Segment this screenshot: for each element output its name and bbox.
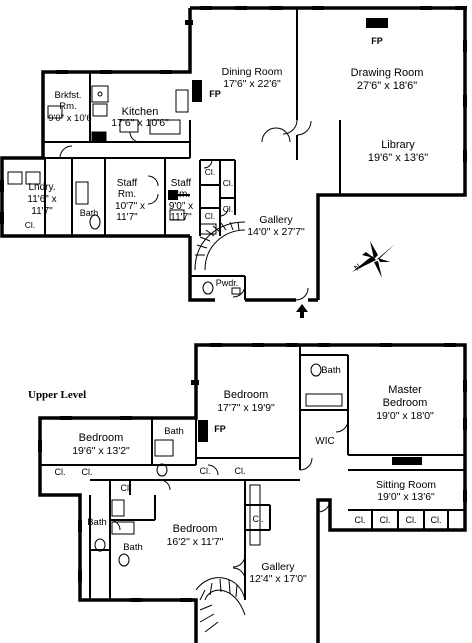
gallery-closet-label: Cl. — [223, 178, 233, 188]
master-bedroom-name-line2: Bedroom — [383, 397, 428, 409]
gallery-chimney — [168, 190, 178, 200]
sitting-room-dim: 19'0" x 13'6" — [377, 491, 435, 503]
drawing-room-fireplace — [366, 18, 388, 28]
staff-room-2-name-line1: Staff — [171, 178, 192, 189]
main-level-plan — [0, 6, 467, 318]
library-dim: 19'6" x 13'6" — [368, 152, 428, 164]
dining-room-name: Dining Room — [222, 66, 283, 78]
compass-rose: N — [352, 241, 395, 278]
master-bedroom-name-line1: Master — [388, 384, 422, 396]
powder-room-label: Pwdr. — [216, 278, 239, 288]
bedroom-1-dim: 17'7" x 19'9" — [217, 402, 275, 414]
drawing-room-name: Drawing Room — [351, 67, 424, 79]
service-bath-label: Bath — [80, 208, 99, 218]
upper-level-doors — [109, 419, 349, 581]
closet-label-4: Cl. — [200, 466, 211, 476]
staff-closet-label: Cl. — [205, 167, 215, 177]
gallery-closet-label-2: Cl. — [223, 204, 233, 214]
gallery-name: Gallery — [259, 214, 293, 226]
bedroom-3-bath-label-2: Bath — [123, 542, 143, 553]
staff-room-2-dim-line2: 11'7" — [170, 212, 192, 223]
staff-room-2-dim-line1: 9'0" x — [169, 201, 193, 212]
entrance-arrow — [296, 304, 308, 318]
staff-room-1-name-line1: Staff — [117, 178, 138, 189]
breakfast-name-line1: Brkfst. — [55, 90, 82, 101]
dining-room-fireplace — [192, 80, 202, 102]
wic-label: WIC — [315, 436, 334, 447]
bedroom-2-bath-label: Bath — [164, 426, 184, 437]
kitchen-name: Kitchen — [122, 106, 159, 118]
bedroom-2-dim: 19'6" x 13'2" — [72, 445, 130, 457]
closet-label-6: Cl. — [253, 514, 264, 524]
main-level-stair — [194, 221, 246, 271]
bedroom-2-name: Bedroom — [79, 432, 124, 444]
closet-label-2: Cl. — [82, 467, 93, 477]
sitting-room-name: Sitting Room — [376, 479, 436, 491]
closet-label-1: Cl. — [55, 467, 66, 477]
compass-north-label: N — [353, 262, 363, 273]
staff-room-1-dim-line1: 10'7" x — [115, 201, 145, 212]
staff-room-1-name-line2: Rm. — [118, 189, 136, 200]
laundry-name: Lndry. — [28, 182, 55, 193]
bedroom-3-dim: 16'2" x 11'7" — [167, 536, 224, 548]
kitchen-dim: 17'6" x 10'6" — [111, 117, 169, 129]
staff-room-2-name-line2: Rm. — [172, 189, 190, 200]
upper-level-interior-walls — [40, 345, 465, 600]
main-level-windows — [0, 6, 467, 224]
master-bedroom-dim: 19'0" x 18'0" — [376, 410, 434, 422]
upper-gallery-dim: 12'4" x 17'0" — [249, 573, 307, 585]
main-level-labels: Dining Room 17'6" x 22'6" Drawing Room 2… — [25, 36, 428, 288]
upper-level-title: Upper Level — [28, 389, 86, 401]
laundry-dim-line2: 11'7" — [31, 206, 53, 217]
bedroom-3-bath-label: Bath — [87, 517, 107, 528]
laundry-dim-line1: 11'6" x — [27, 194, 56, 205]
breakfast-name-line2: Rm. — [59, 101, 76, 112]
staff-room-1-dim-line2: 11'7" — [116, 212, 138, 223]
drawing-room-fp-label: FP — [371, 36, 383, 46]
upper-bedroom-fireplace — [198, 420, 208, 442]
drawing-room-dim: 27'6" x 18'6" — [357, 80, 417, 92]
dining-room-fp-label: FP — [209, 89, 221, 99]
upper-level-plan — [38, 343, 467, 643]
main-level-doors — [59, 119, 312, 301]
service-fixtures — [7, 171, 241, 295]
main-level-interior-walls — [2, 8, 341, 300]
bedroom-1-name: Bedroom — [224, 389, 269, 401]
staff-closet-label-2: Cl. — [205, 211, 215, 221]
library-name: Library — [381, 139, 415, 151]
closet-label-9: Cl. — [406, 515, 417, 525]
closet-label-5: Cl. — [235, 466, 246, 476]
master-bath-label: Bath — [321, 365, 341, 376]
sitting-room-fireplace — [392, 457, 422, 465]
upper-level-stair — [195, 577, 246, 633]
breakfast-dim: 9'0" x 10'6 — [48, 113, 91, 124]
gallery-dim: 14'0" x 27'7" — [247, 226, 305, 238]
bedroom-3-name: Bedroom — [173, 523, 218, 535]
dining-room-dim: 17'6" x 22'6" — [223, 78, 281, 90]
upper-level-labels: Upper Level Bedroom 17'7" x 19'9" Master… — [28, 365, 442, 585]
closet-label-7: Cl. — [355, 515, 366, 525]
kitchen-fixtures — [47, 85, 189, 142]
laundry-closet-label: Cl. — [25, 220, 35, 230]
closet-label-3: Cl. — [121, 483, 132, 493]
closet-label-8: Cl. — [380, 515, 391, 525]
upper-fp-label: FP — [214, 424, 226, 434]
upper-level-windows — [38, 343, 467, 602]
upper-level-fixtures — [94, 363, 343, 567]
closet-label-10: Cl. — [431, 515, 442, 525]
upper-gallery-name: Gallery — [261, 561, 295, 573]
